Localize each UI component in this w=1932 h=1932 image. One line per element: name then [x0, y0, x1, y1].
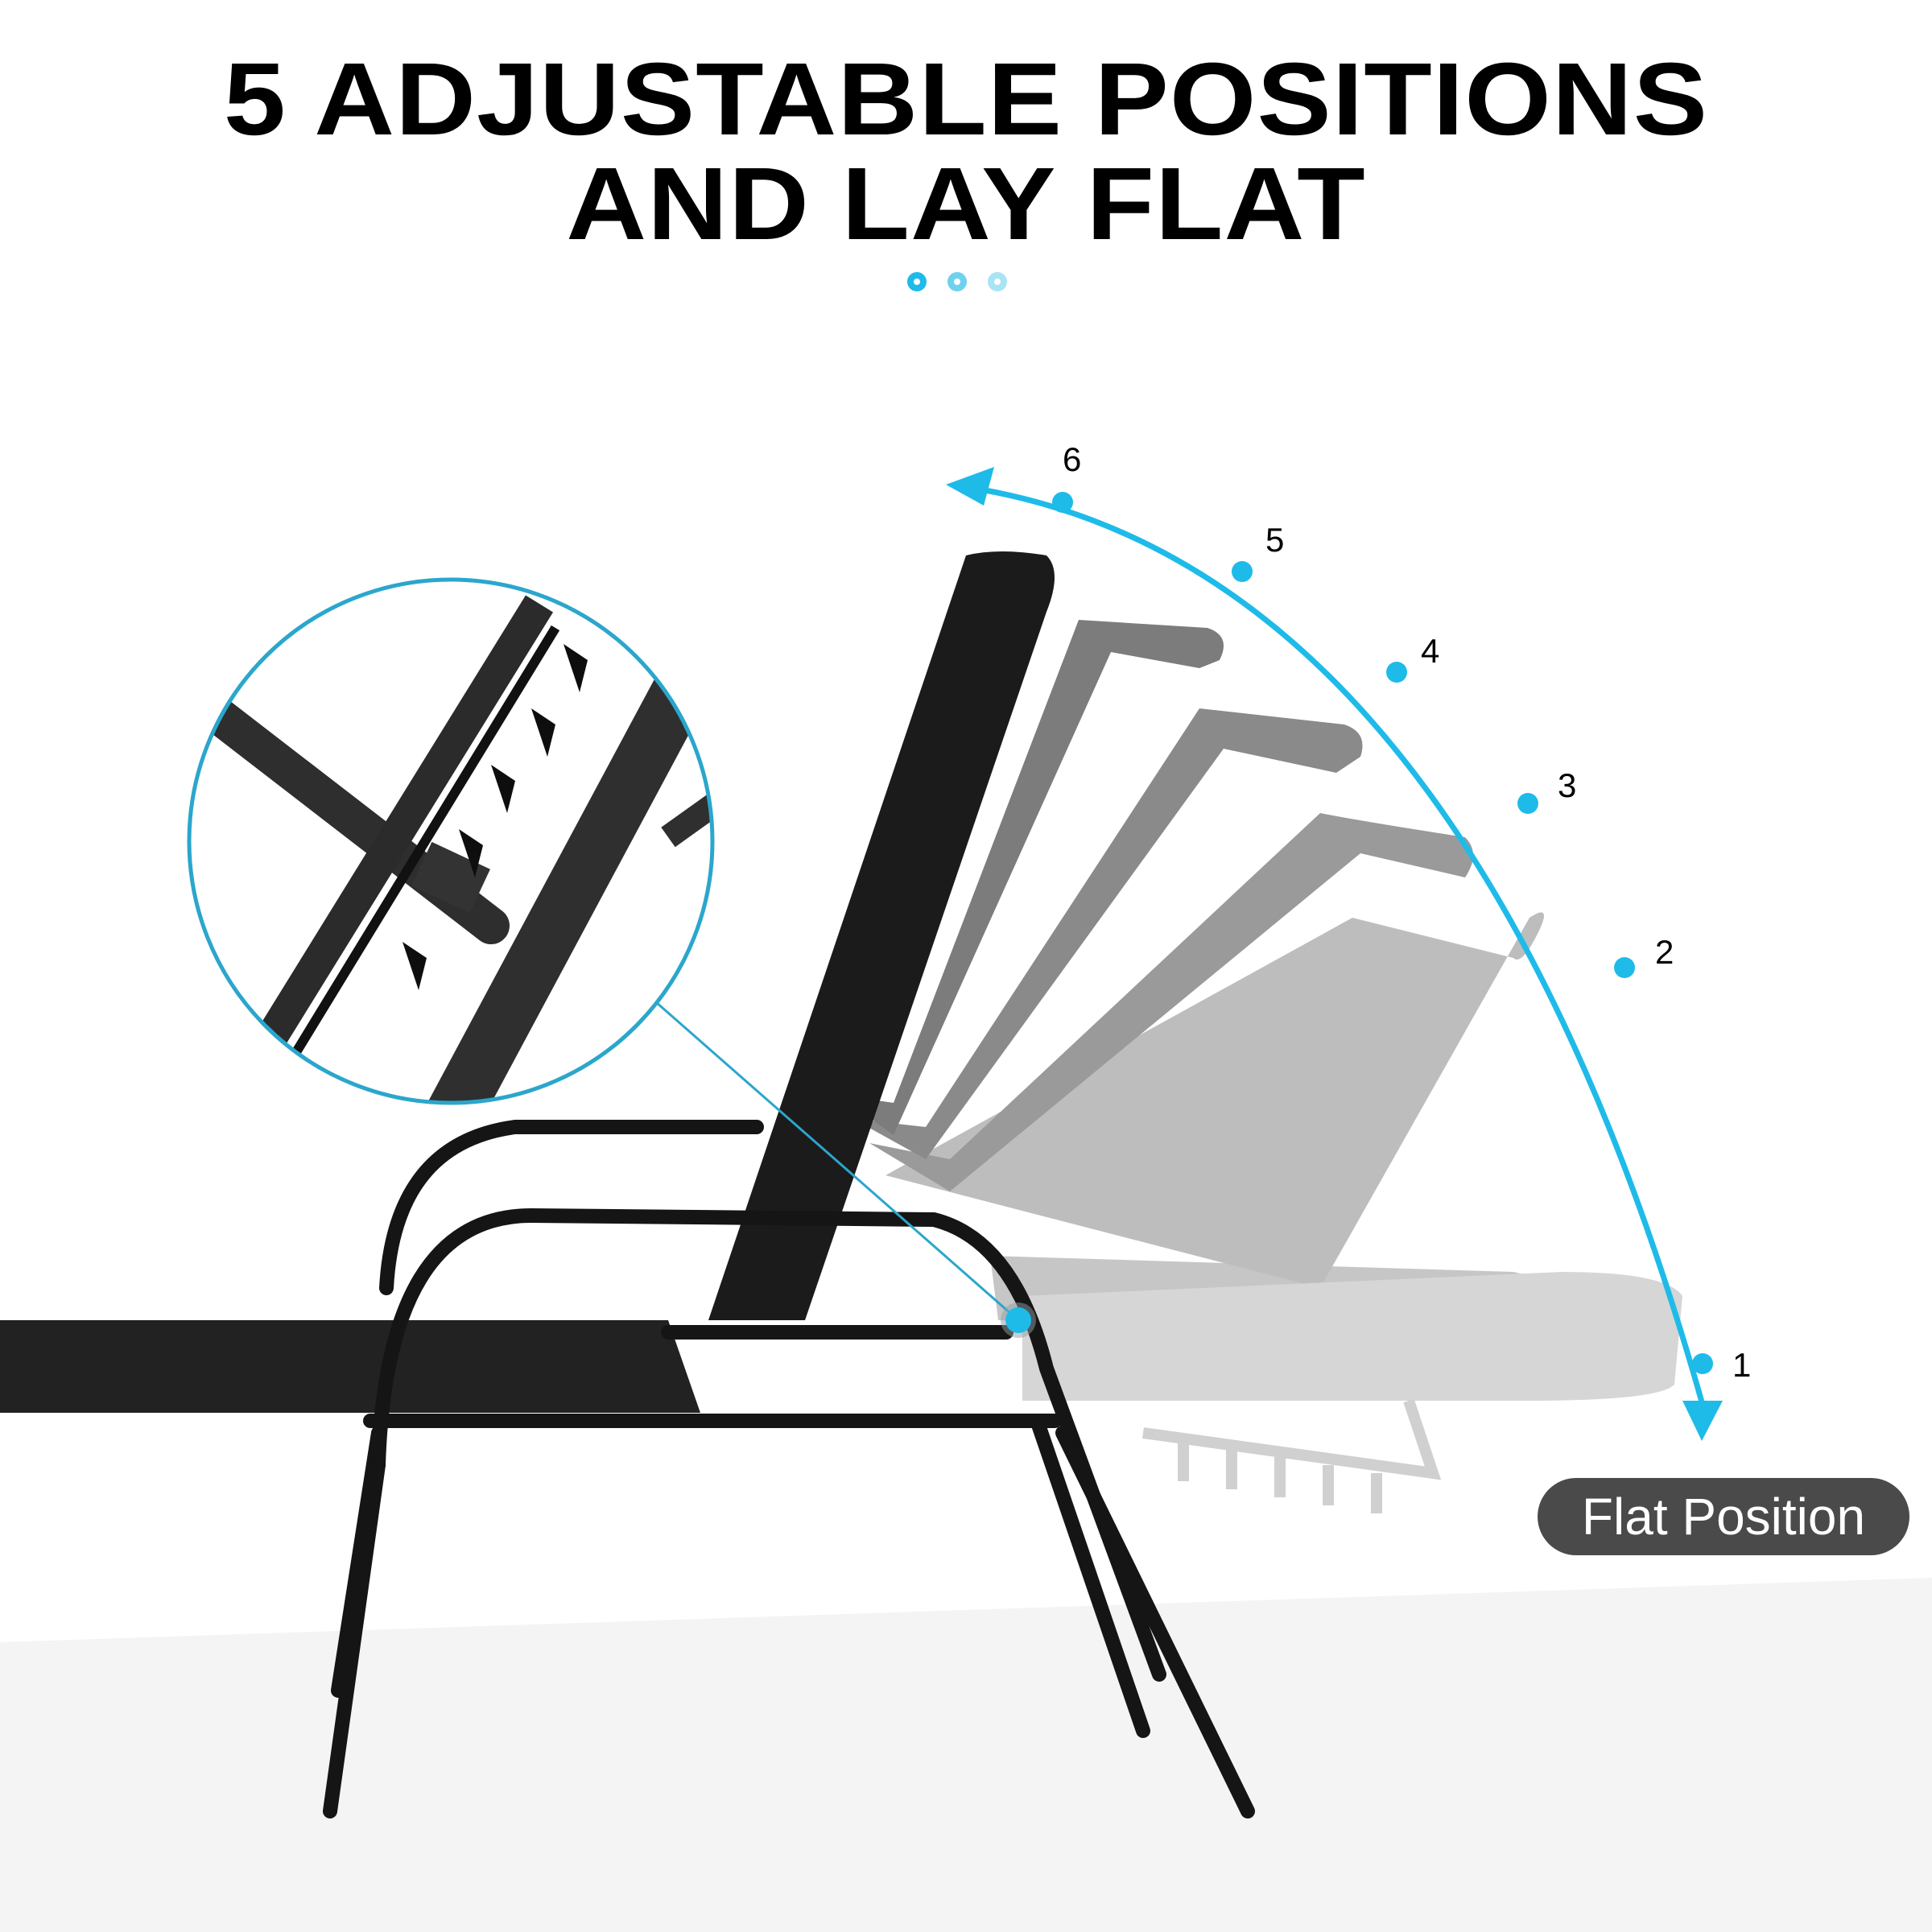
chair-frame	[323, 1120, 1255, 1818]
flat-position-badge: Flat Position	[1538, 1478, 1909, 1555]
magnifier-callout-icon	[187, 577, 1036, 1338]
seat-sling	[0, 1320, 700, 1413]
ghost-ratchet	[1142, 1398, 1442, 1513]
position-label-5: 5	[1265, 521, 1285, 559]
headline-line-1: 5 ADJUSTABLE POSITIONS	[223, 42, 1709, 157]
pager-dots	[907, 272, 1007, 291]
pager-dot-1[interactable]	[907, 272, 927, 291]
floor	[0, 1578, 1932, 1932]
backrest-upright	[708, 551, 1055, 1320]
pager-dot-3[interactable]	[988, 272, 1007, 291]
position-label-3: 3	[1558, 766, 1577, 804]
position-label-6: 6	[1063, 440, 1082, 478]
arc-arrow-icon	[946, 467, 1723, 1441]
flat-seat-ghost	[1022, 1272, 1682, 1401]
position-label-1: 1	[1732, 1346, 1752, 1384]
position-label-2: 2	[1655, 933, 1674, 971]
pager-dot-2[interactable]	[947, 272, 967, 291]
position-label-4: 4	[1421, 632, 1440, 670]
headline-line-2: AND LAY FLAT	[566, 147, 1366, 262]
